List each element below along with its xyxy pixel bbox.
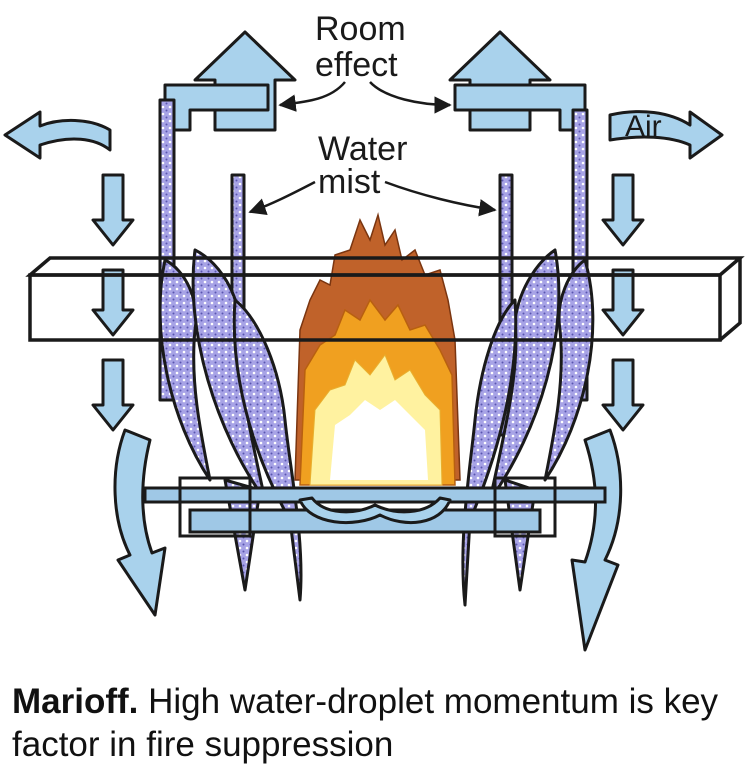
down-arrows-right	[601, 173, 645, 432]
water-mist-leader-right	[384, 180, 497, 217]
horizontal-beam	[25, 256, 745, 342]
mist-plumes-left	[158, 248, 303, 602]
label-effect: effect	[315, 46, 398, 84]
caption-text: High water-droplet momentum is key facto…	[12, 682, 719, 764]
down-arrows-left	[91, 173, 135, 432]
room-effect-leader-right	[369, 81, 452, 114]
room-effect-arrow-left	[163, 30, 297, 132]
label-air: Air	[625, 110, 662, 143]
air-swirl-bottom-right	[570, 428, 623, 652]
pipe-manifold	[143, 476, 607, 538]
air-curl-right	[608, 110, 724, 160]
water-mist-diagram: Room effect Water mist Air	[3, 10, 745, 652]
air-curl-left	[3, 110, 112, 160]
label-room: Room	[315, 10, 406, 48]
air-swirl-bottom-left	[113, 428, 167, 617]
caption-brand: Marioff.	[12, 682, 139, 721]
mist-plumes-right	[461, 248, 595, 607]
label-mist: mist	[318, 163, 381, 201]
fire-flames	[294, 212, 461, 486]
water-mist-leader-left	[248, 180, 316, 216]
room-effect-arrow-right	[448, 30, 587, 132]
label-water: Water	[318, 130, 407, 168]
figure-caption: Marioff. High water-droplet momentum is …	[12, 680, 747, 766]
room-effect-leader-left	[278, 81, 346, 112]
